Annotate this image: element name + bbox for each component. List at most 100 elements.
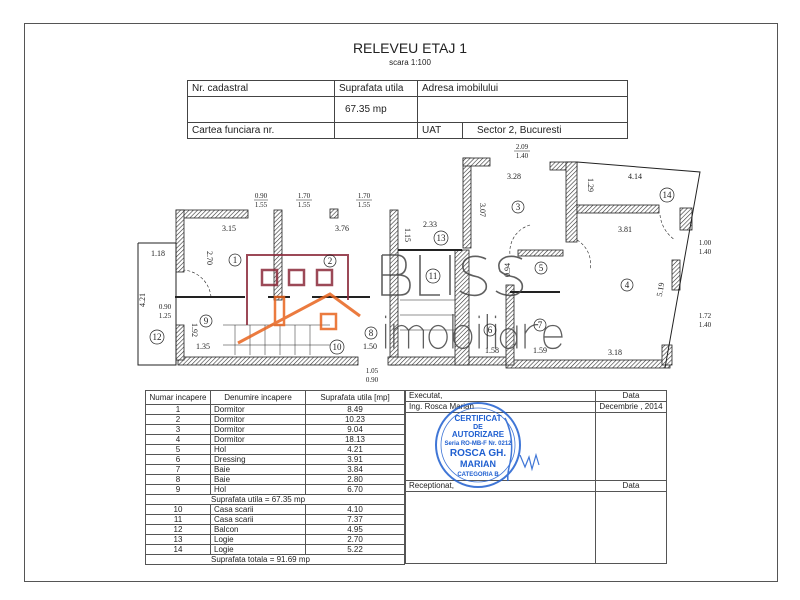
svg-text:0.90: 0.90 (366, 376, 379, 384)
executat-label: Executat, (405, 390, 596, 402)
room-name: Logie (210, 534, 306, 545)
svg-text:1.40: 1.40 (516, 152, 529, 160)
room-name: Dormitor (210, 424, 306, 435)
room-area: 7.37 (305, 514, 405, 525)
room-7: 7 (533, 318, 547, 332)
svg-text:3.76: 3.76 (335, 224, 349, 233)
room-number: 2 (145, 414, 211, 425)
room-number: 1 (145, 404, 211, 415)
svg-text:1.55: 1.55 (358, 201, 371, 209)
svg-text:1.55: 1.55 (298, 201, 311, 209)
svg-text:1.55: 1.55 (255, 201, 268, 209)
svg-text:1: 1 (233, 255, 238, 265)
room-name: Baie (210, 474, 306, 485)
svg-text:1.59: 1.59 (533, 346, 547, 355)
svg-text:12: 12 (153, 332, 162, 342)
room-name: Dormitor (210, 404, 306, 415)
svg-text:1.29: 1.29 (586, 178, 595, 192)
rooms-table: Numar incapere Denumire incapere Suprafa… (145, 390, 405, 565)
col-header: Numar incapere (145, 390, 211, 405)
room-area: 2.80 (305, 474, 405, 485)
svg-text:3.81: 3.81 (618, 225, 632, 234)
svg-text:4.21: 4.21 (138, 293, 147, 307)
svg-text:2: 2 (328, 256, 333, 266)
room-area: 5.22 (305, 544, 405, 555)
room-name: Balcon (210, 524, 306, 535)
scale-label: scara 1:100 (389, 58, 431, 67)
uat-value: Sector 2, Bucuresti (462, 122, 628, 139)
svg-text:13: 13 (437, 233, 447, 243)
svg-text:1.40: 1.40 (699, 321, 712, 329)
watermark-lettering-imobiliare (384, 314, 563, 350)
room-name: Casa scarii (210, 514, 306, 525)
room-area: 2.70 (305, 534, 405, 545)
page-title: RELEVEU ETAJ 1 (352, 40, 468, 56)
svg-text:6: 6 (488, 325, 493, 335)
svg-text:3.28: 3.28 (507, 172, 521, 181)
svg-text:9: 9 (204, 316, 209, 326)
svg-text:3.18: 3.18 (608, 348, 622, 357)
room-numbers: 1 2 3 4 5 6 7 8 9 10 11 12 13 14 (149, 187, 675, 355)
room-number: 13 (145, 534, 211, 545)
svg-text:1.25: 1.25 (159, 312, 172, 320)
room-10: 10 (329, 339, 345, 355)
svg-text:0.90: 0.90 (159, 303, 172, 311)
watermark-lettering-bliss (381, 254, 524, 297)
col-header: Suprafata utila [mp] (305, 390, 405, 405)
room-name: Hol (210, 444, 306, 455)
walls (175, 157, 693, 369)
header-table: Nr. cadastral Suprafata utila Adresa imo… (187, 80, 628, 139)
room-number: 14 (145, 544, 211, 555)
col-header: Denumire incapere (210, 390, 306, 405)
room-area: 9.04 (305, 424, 405, 435)
room-1: 1 (228, 253, 242, 267)
room-13: 13 (433, 230, 449, 246)
room-number: 6 (145, 454, 211, 465)
svg-text:2.70: 2.70 (205, 251, 214, 265)
room-12: 12 (149, 329, 165, 345)
svg-text:1.70: 1.70 (298, 192, 311, 200)
svg-text:4.14: 4.14 (628, 172, 642, 181)
data-label-2: Data (595, 480, 667, 492)
subtotal-row: Suprafata utila = 67.35 mp (145, 494, 405, 505)
room-name: Hol (210, 484, 306, 495)
svg-text:1.15: 1.15 (403, 228, 412, 242)
plan-lines (137, 161, 701, 369)
svg-text:1.72: 1.72 (699, 312, 712, 320)
room-number: 4 (145, 434, 211, 445)
room-area: 6.70 (305, 484, 405, 495)
room-5: 5 (534, 261, 548, 275)
svg-text:1.00: 1.00 (699, 239, 712, 247)
room-number: 7 (145, 464, 211, 475)
room-name: Casa scarii (210, 504, 306, 515)
svg-text:1.18: 1.18 (151, 249, 165, 258)
svg-text:2.33: 2.33 (423, 220, 437, 229)
room-11: 11 (425, 268, 441, 284)
room-3: 3 (511, 200, 525, 214)
opening-labels: 0.901.55 1.701.55 1.701.55 2.091.40 1.00… (159, 143, 712, 384)
room-area: 3.84 (305, 464, 405, 475)
room-14: 14 (659, 187, 675, 203)
room-name: Baie (210, 464, 306, 475)
page-frame (24, 23, 778, 582)
svg-text:10: 10 (333, 342, 343, 352)
svg-text:1.92: 1.92 (190, 323, 199, 337)
room-name: Logie (210, 544, 306, 555)
room-name: Dormitor (210, 414, 306, 425)
room-name: Dormitor (210, 434, 306, 445)
svg-text:0.94: 0.94 (503, 263, 512, 277)
svg-text:14: 14 (663, 190, 673, 200)
